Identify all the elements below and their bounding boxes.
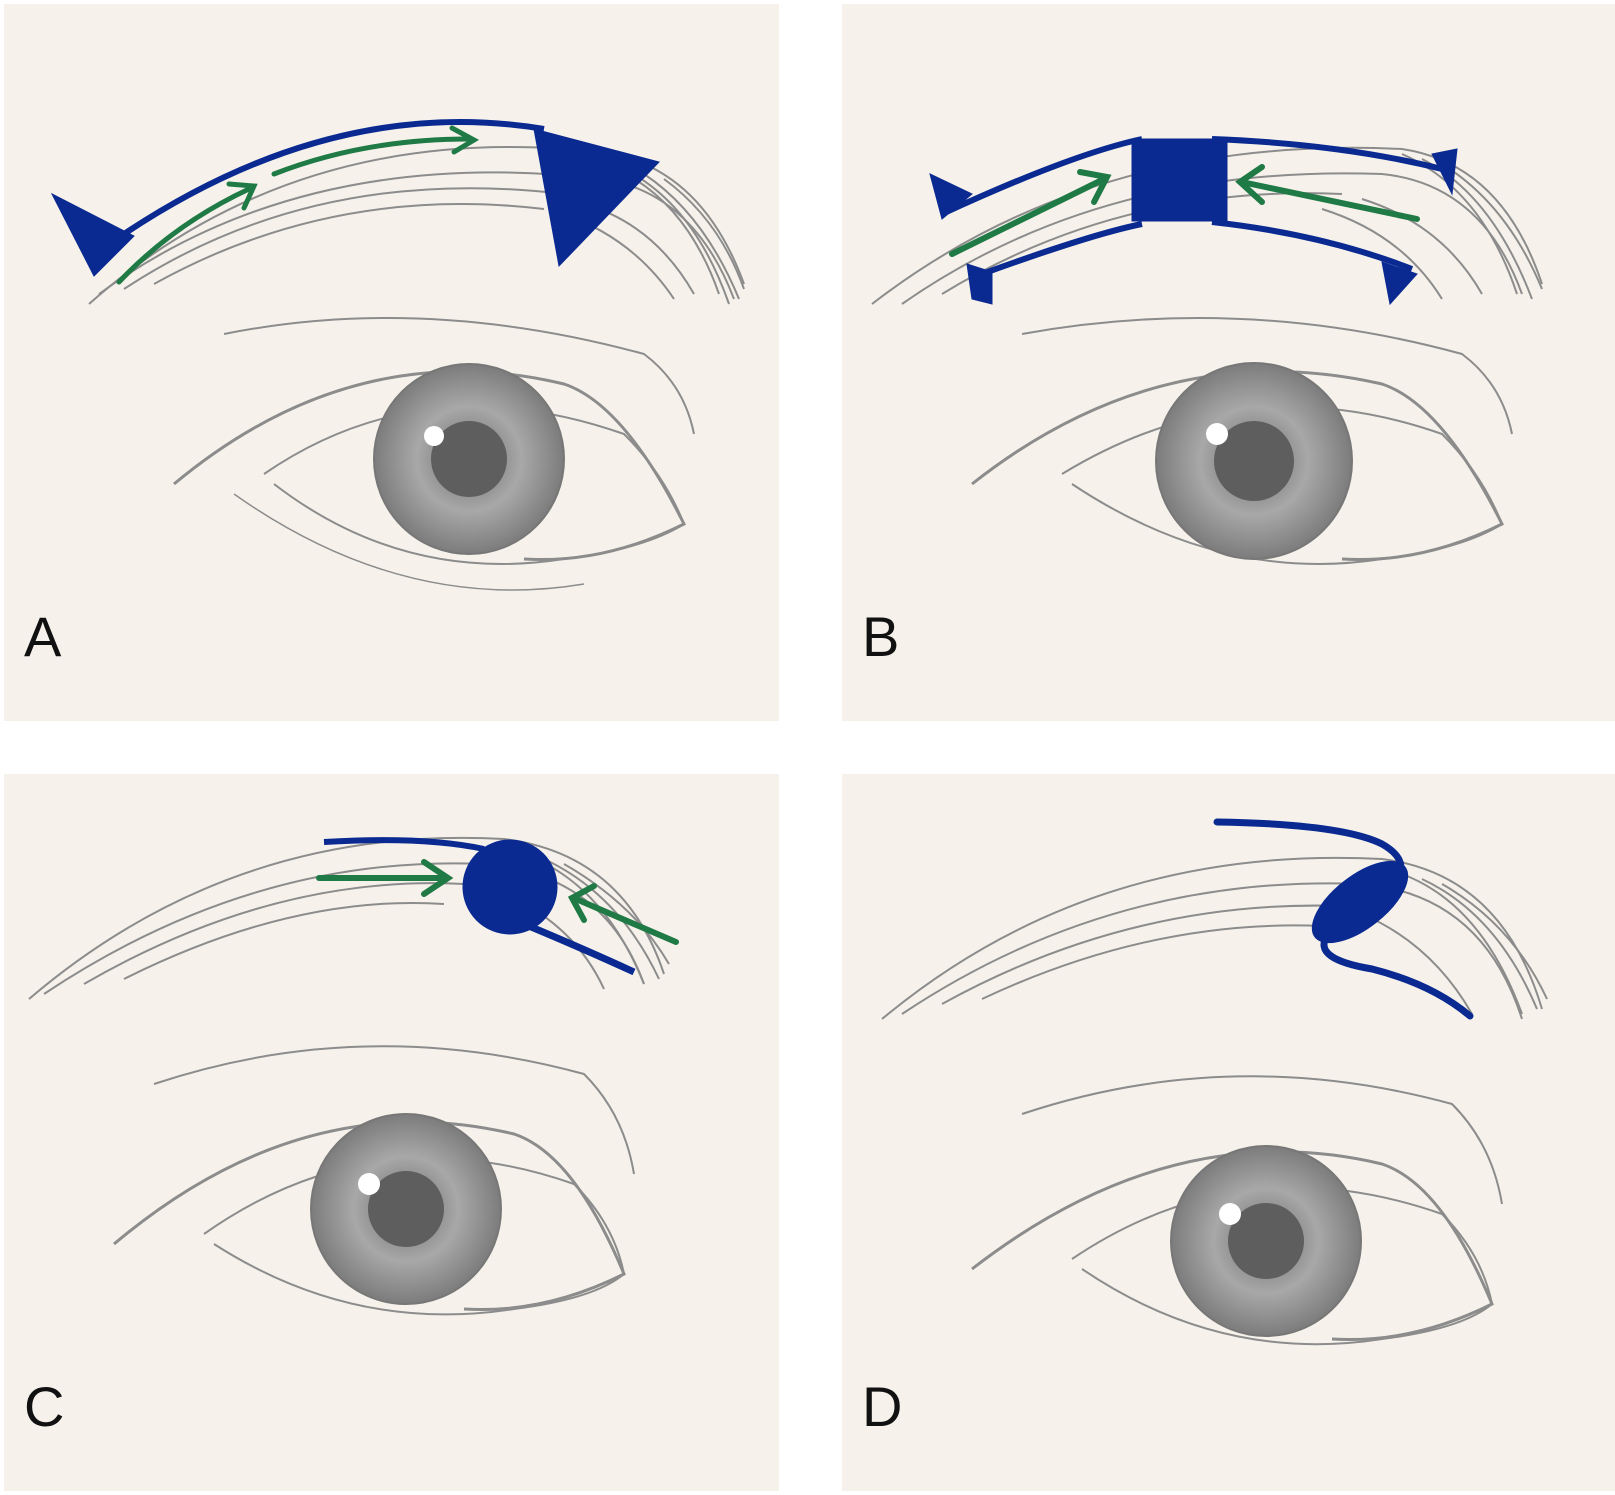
- panel-label: B: [862, 605, 900, 668]
- blue-marking: [323, 837, 636, 976]
- panel-a-illustration: [50, 119, 745, 591]
- green-arrows: [949, 164, 1420, 257]
- eyebrow: [28, 836, 670, 1000]
- panel-d: D: [842, 774, 1615, 1491]
- panel-a: A: [4, 4, 779, 721]
- panel-d-illustration: [881, 818, 1548, 1346]
- blue-marking: [50, 119, 660, 277]
- eye: [971, 1075, 1503, 1346]
- panel-label: A: [24, 605, 62, 668]
- panel-c: C: [4, 774, 779, 1491]
- blue-marking: [929, 136, 1458, 306]
- panel-label: C: [24, 1375, 65, 1438]
- eyebrow: [881, 856, 1548, 1020]
- eye: [971, 317, 1513, 565]
- eye: [113, 1045, 635, 1316]
- panel-b-illustration: [871, 136, 1543, 565]
- green-arrows: [316, 859, 679, 945]
- eye: [173, 317, 695, 591]
- green-arrows: [116, 125, 480, 285]
- panel-label: D: [862, 1375, 903, 1438]
- panel-c-illustration: [28, 836, 679, 1316]
- blue-marking: [1213, 818, 1474, 1020]
- panel-b: B: [842, 4, 1615, 721]
